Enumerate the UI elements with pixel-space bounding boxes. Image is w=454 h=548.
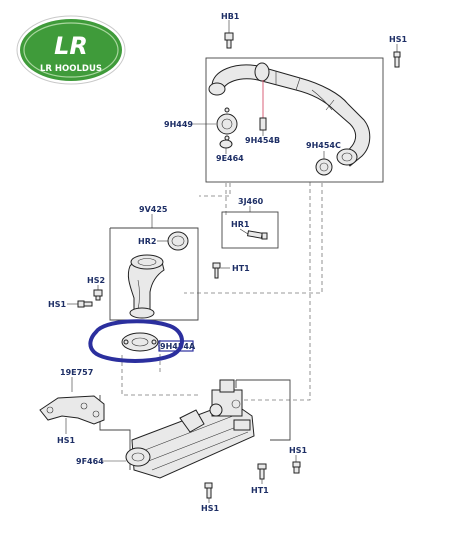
callout-hb1: HB1 (221, 12, 240, 21)
gasket-9h454c-icon (315, 151, 333, 176)
hs1-left-bolt-icon (67, 300, 93, 308)
lr-hooldus-logo: LR LR HOOLDUS (16, 15, 126, 85)
egr-pipe-icon (208, 62, 371, 167)
highlight-circle (88, 319, 184, 363)
callout-hs1-bottom: HS1 (201, 504, 219, 513)
callout-hs1-left: HS1 (48, 300, 66, 309)
gasket-9e464-icon (219, 139, 233, 154)
ht1-bottom-stud-icon (257, 463, 267, 484)
pin-9h454b-icon (259, 80, 267, 136)
callout-9h454a: 9H454A (160, 342, 196, 351)
callout-9e464: 9E464 (216, 154, 244, 163)
temperature-sensor-icon (239, 228, 268, 240)
callout-ht1-mid: HT1 (232, 264, 250, 273)
egr-cooler-group: 19E757 HS1 9F464 HS1 (39, 368, 307, 513)
callout-19e757: 19E757 (60, 368, 93, 377)
gasket-9h449-icon (191, 107, 238, 141)
callout-hs1-bracket: HS1 (57, 436, 75, 445)
egr-valve-icon (209, 379, 251, 431)
hs2-bolt-icon (93, 285, 103, 301)
logo-text: LR HOOLDUS (40, 64, 102, 74)
callout-hs2: HS2 (87, 276, 105, 285)
top-pipe-group: HB1 HS1 9H449 (164, 12, 407, 183)
bracket-19e757-icon (39, 395, 105, 425)
hs1-bottom-bolt-icon (204, 482, 213, 503)
callout-hs1-right: HS1 (289, 446, 307, 455)
sensor-group-frame (221, 211, 279, 249)
callout-3j460: 3J460 (238, 197, 264, 206)
callout-9h454c: 9H454C (306, 141, 341, 150)
callout-hr2: HR2 (138, 237, 156, 246)
egr-elbow-group: 9V425 HR2 (109, 205, 199, 321)
logo-mark: LR (54, 32, 88, 60)
ht1-mid-stud-icon (212, 262, 230, 279)
egr-elbow-pipe-icon (127, 254, 165, 319)
callout-9f464: 9F464 (76, 457, 104, 466)
callout-9v425: 9V425 (139, 205, 168, 214)
callout-9h454b: 9H454B (245, 136, 280, 145)
gasket-9h454a-icon (121, 332, 160, 352)
callout-ht1-bottom: HT1 (251, 486, 269, 495)
callout-hs1-top: HS1 (389, 35, 407, 44)
hs1-right-bolt-icon (292, 455, 301, 474)
hb1-bolt-icon (224, 20, 234, 49)
sensor-group: 3J460 HR1 (221, 197, 279, 249)
hs1-top-bolt-icon (393, 44, 401, 68)
top-group-frame (205, 57, 384, 183)
callout-9h449: 9H449 (164, 120, 193, 129)
gasket-hr2-icon (157, 231, 189, 251)
callout-hr1: HR1 (231, 220, 250, 229)
